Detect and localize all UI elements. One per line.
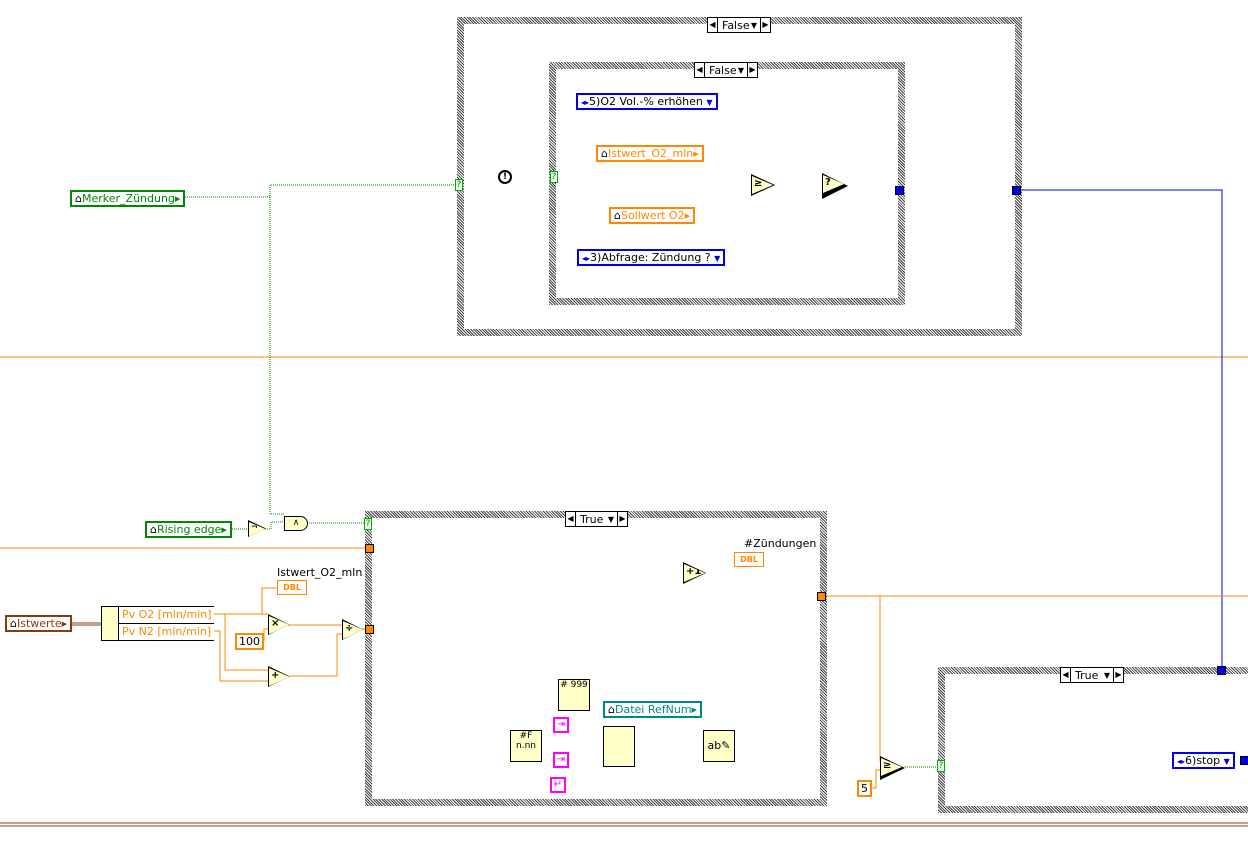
warning-icon[interactable]: ! — [498, 170, 512, 184]
selector-terminal[interactable]: ? — [937, 760, 945, 772]
enum-label: 6)stop — [1185, 754, 1221, 767]
case-selector-label: True — [1075, 668, 1099, 682]
case-structure-right — [938, 667, 1248, 813]
unbundle-item: Pv N2 [mln/min] — [118, 624, 214, 640]
case-selector-lower[interactable]: ◀True▼▶ — [565, 511, 628, 527]
number-to-string-node[interactable]: # 999 — [558, 679, 590, 711]
unbundle-item: Pv O2 [mln/min] — [118, 607, 214, 624]
var-label: Istwerte — [16, 617, 62, 630]
tab-constant-icon[interactable]: ⇥ — [553, 752, 569, 768]
global-rising-edge[interactable]: ⌂Rising edge▸ — [145, 521, 232, 538]
istwert-o2-indicator[interactable]: DBL — [277, 580, 307, 595]
constant-5[interactable]: 5 — [857, 780, 872, 797]
dropdown-icon: ▼ — [750, 20, 757, 30]
enum-abfrage-zuendung[interactable]: ◂▸3)Abfrage: Zündung ? ▼ — [577, 249, 726, 266]
unbundle-by-name[interactable]: Pv O2 [mln/min] Pv N2 [mln/min] — [101, 606, 214, 641]
format-into-string-node[interactable]: #F n.nn — [510, 730, 542, 762]
case-selector-right[interactable]: ◀True▼▶ — [1060, 667, 1124, 683]
constant-100[interactable]: 100 — [235, 633, 264, 650]
indicator-label: #Zündungen — [744, 537, 817, 550]
var-label: Merker_Zündung — [81, 192, 175, 205]
end-of-line-constant-icon[interactable]: ↵ — [550, 777, 566, 793]
dropdown-icon: ▼ — [607, 514, 614, 524]
dropdown-icon: ▼ — [737, 65, 744, 75]
var-label: Rising edge — [156, 523, 222, 536]
global-sollwert-o2[interactable]: ⌂Sollwert O2▸ — [609, 207, 696, 224]
var-label: Istwert_O2_mln — [607, 147, 694, 160]
case-selector-label: False — [722, 18, 750, 32]
zuendungen-indicator[interactable]: DBL — [734, 552, 764, 567]
selector-terminal[interactable]: ? — [550, 171, 558, 183]
dropdown-icon: ▼ — [1103, 670, 1110, 680]
enum-stop[interactable]: ◂▸6)stop ▼ — [1172, 752, 1235, 769]
selector-terminal[interactable]: ? — [455, 179, 463, 191]
case-selector-inner[interactable]: ◀False▼▶ — [694, 62, 758, 78]
tunnel — [365, 544, 374, 553]
tunnel — [1012, 186, 1021, 195]
case-selector-outer[interactable]: ◀False▼▶ — [707, 17, 771, 33]
tunnel — [1217, 666, 1226, 675]
concatenate-strings-node[interactable] — [603, 726, 635, 767]
global-istwert-o2[interactable]: ⌂Istwert_O2_mln▸ — [596, 145, 704, 162]
enum-label: 3)Abfrage: Zündung ? — [590, 251, 711, 264]
and-node[interactable]: ∧ — [284, 516, 308, 531]
selector-terminal[interactable]: ? — [364, 518, 372, 530]
global-merker-zuendung[interactable]: ⌂Merker_Zündung▸ — [70, 190, 186, 207]
write-to-text-file-node[interactable]: ab✎ — [703, 730, 735, 762]
tunnel — [817, 592, 826, 601]
enum-label: 5)O2 Vol.-% erhöhen — [589, 95, 703, 108]
case-selector-label: False — [709, 63, 737, 77]
tunnel — [365, 625, 374, 634]
tunnel — [1240, 756, 1248, 765]
indicator-label: Istwert_O2_mln — [277, 566, 363, 579]
case-selector-label: True — [580, 512, 604, 526]
global-istwerte[interactable]: ⌂Istwerte▸ — [5, 615, 73, 632]
var-label: Datei RefNum — [614, 703, 692, 716]
tunnel — [895, 186, 904, 195]
tab-constant-icon[interactable]: ⇥ — [553, 717, 569, 733]
enum-o2-erhoehen[interactable]: ◂▸5)O2 Vol.-% erhöhen ▼ — [576, 93, 718, 110]
global-datei-refnum[interactable]: ⌂Datei RefNum▸ — [603, 701, 703, 718]
var-label: Sollwert O2 — [620, 209, 685, 222]
